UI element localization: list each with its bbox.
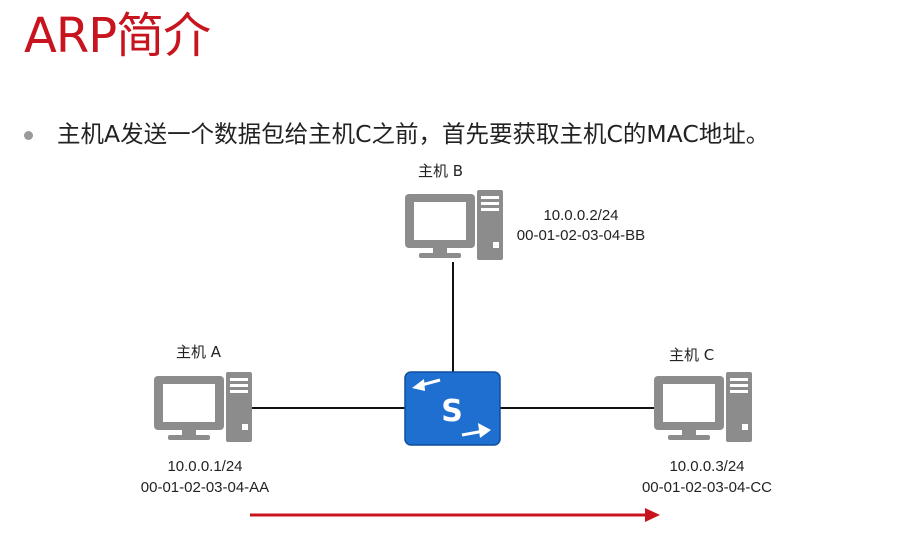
bullet-dot-icon	[24, 130, 33, 140]
host-c-ip: 10.0.0.3/24	[669, 458, 745, 475]
slide-title: ARP简介	[24, 8, 211, 64]
bullet-text: 主机A发送一个数据包给主机C之前，首先要获取主机C的MAC地址。	[57, 120, 770, 148]
host-c-mac: 00-01-02-03-04-CC	[641, 479, 773, 496]
host-a-mac: 00-01-02-03-04-AA	[140, 479, 270, 496]
host-b-name: 主机 B	[418, 162, 464, 180]
host-c-computer-icon	[654, 372, 752, 442]
host-b-computer-icon	[405, 190, 503, 260]
host-a-computer-icon	[154, 372, 252, 442]
host-b-ip: 10.0.0.2/24	[543, 207, 619, 224]
host-a-name: 主机 A	[176, 343, 222, 361]
switch-icon: S	[404, 371, 501, 446]
host-a-ip: 10.0.0.1/24	[167, 458, 243, 475]
data-flow-arrow-icon	[250, 508, 660, 522]
bullet-item: 主机A发送一个数据包给主机C之前，首先要获取主机C的MAC地址。	[24, 112, 769, 152]
switch-label: S	[441, 394, 463, 429]
host-b-mac: 00-01-02-03-04-BB	[516, 227, 646, 244]
host-c-name: 主机 C	[669, 346, 715, 364]
